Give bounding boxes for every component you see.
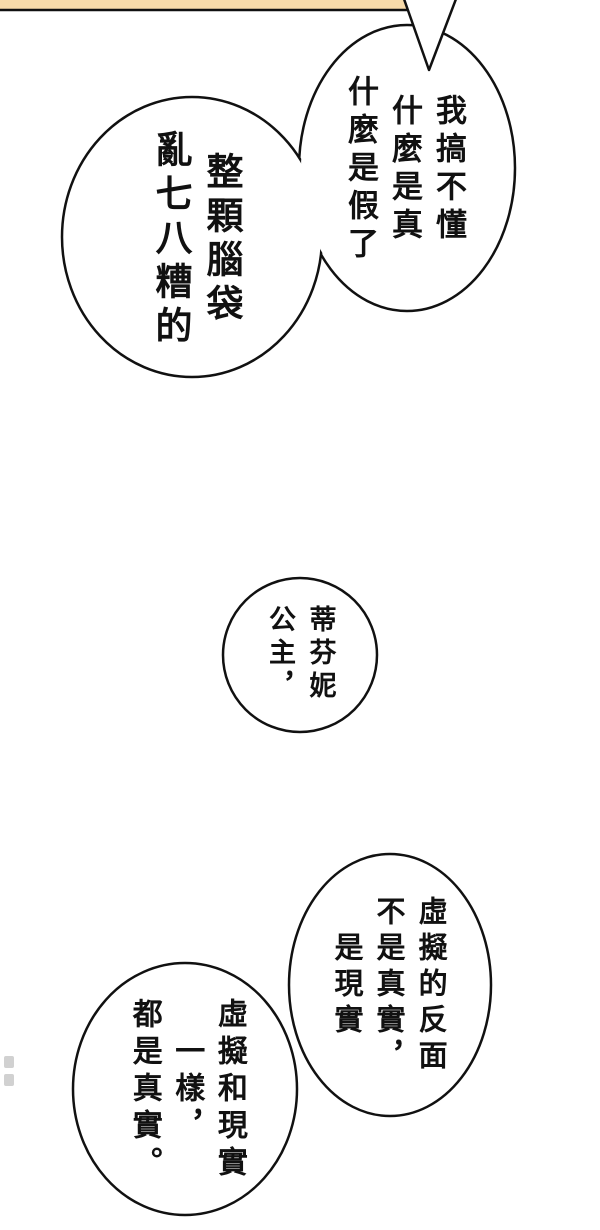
speech-line: 公主， — [264, 604, 295, 704]
speech-line: 什麼是真 — [386, 94, 423, 246]
speech-line: 一樣， — [169, 1034, 205, 1146]
speech-line: 都是真實。 — [126, 997, 162, 1183]
speech-line: 亂七八糟的 — [149, 130, 192, 350]
top-panel-strip — [0, 0, 418, 12]
speech-line: 虛擬和現實 — [211, 997, 247, 1183]
speech-line: 虛擬的反面 — [414, 896, 449, 1076]
speech-line: 什麼是假了 — [341, 75, 378, 265]
bubble-middle-outline — [221, 576, 379, 734]
bubble-top-left-fill — [64, 99, 320, 375]
speech-text-bottom-left: 虛擬和現實 一樣， 都是真實。 — [122, 978, 250, 1202]
bubble-bottom-left-fill — [75, 965, 295, 1213]
speech-line: 我搞不懂 — [430, 94, 467, 246]
bubble-tail — [403, 0, 457, 72]
bubble-bottom-right-fill — [291, 856, 489, 1114]
speech-text-middle: 蒂芬妮 公主， — [259, 586, 340, 722]
margin-mark — [4, 1056, 14, 1068]
margin-mark — [4, 1074, 14, 1086]
margin-marks — [4, 1056, 16, 1086]
speech-text-top-right: 我搞不懂 什麼是真 什麼是假了 — [338, 44, 470, 296]
speech-line: 蒂芬妮 — [304, 604, 336, 704]
speech-line: 不是真實， — [372, 896, 407, 1076]
speech-text-bottom-right: 虛擬的反面 不是真實， 是現實 — [326, 870, 452, 1102]
bubble-top-right-fill — [301, 27, 513, 309]
speech-line: 整顆腦袋 — [200, 152, 244, 328]
speech-text-top-left: 整顆腦袋 亂七八糟的 — [145, 105, 247, 375]
speech-line: 是現實 — [329, 932, 364, 1040]
